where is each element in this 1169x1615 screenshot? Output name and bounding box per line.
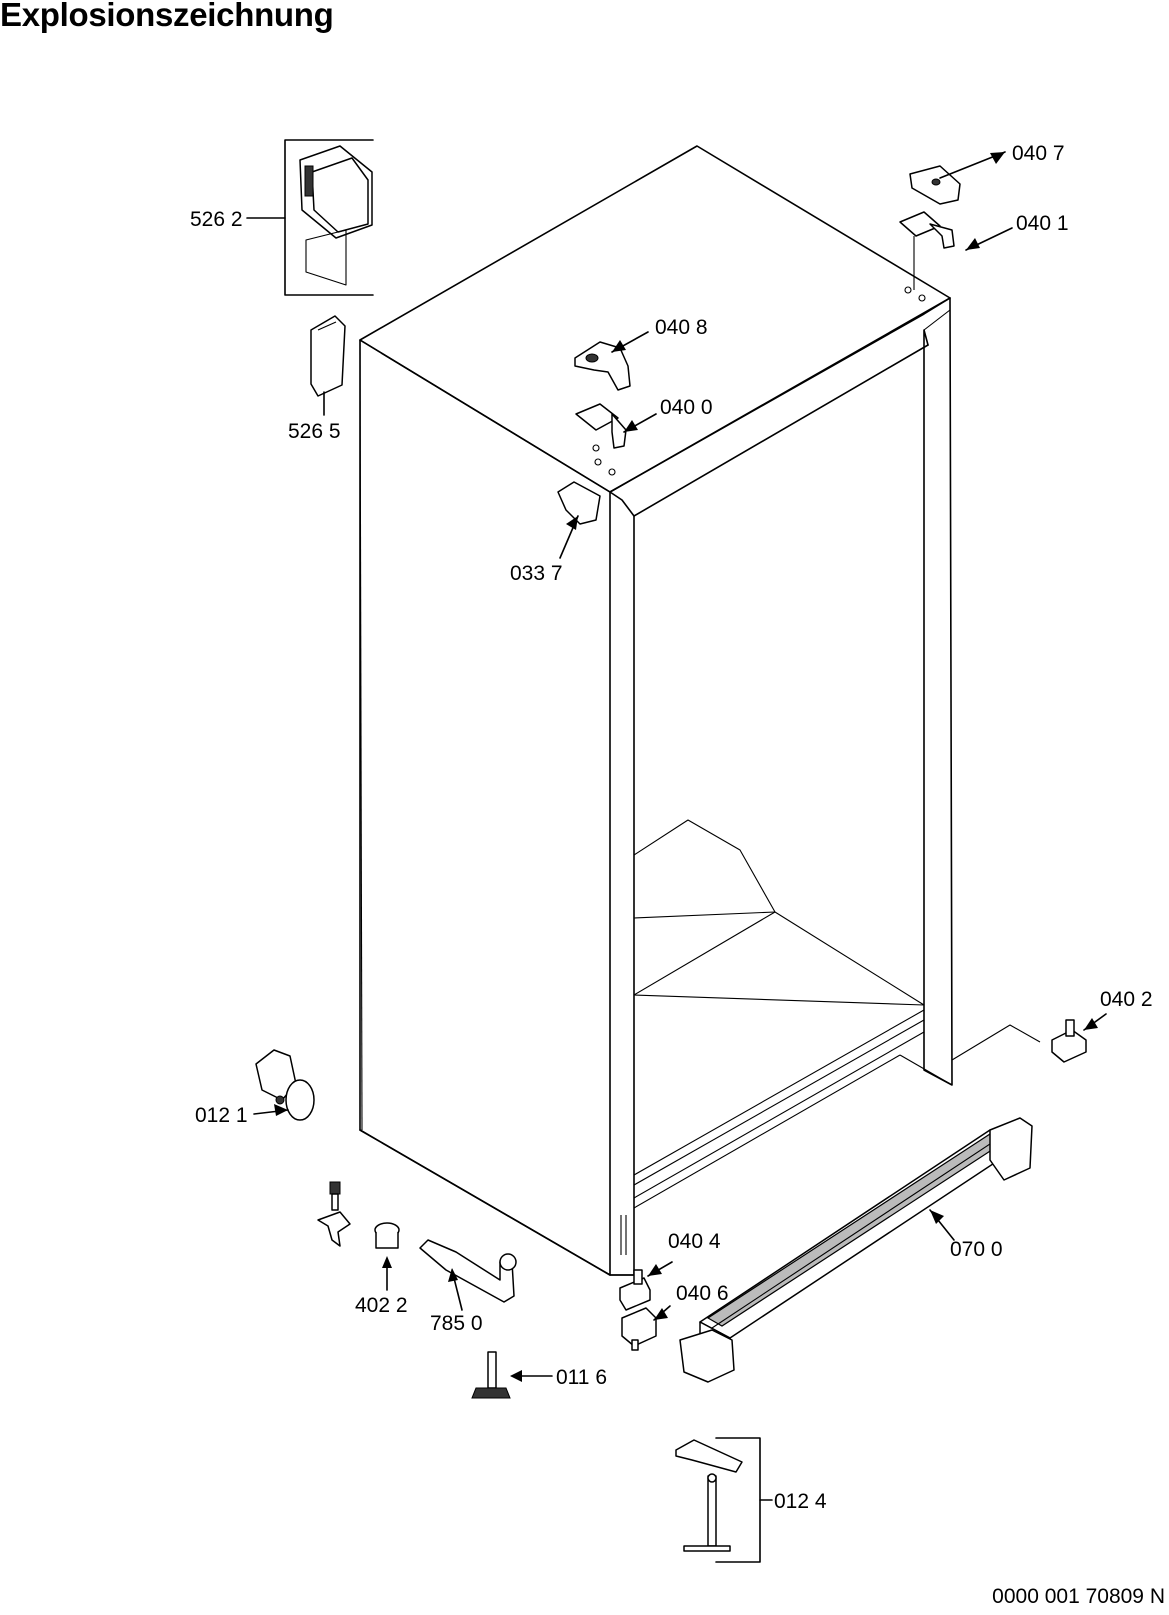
- label-070-0: 070 0: [950, 1238, 1003, 1261]
- part-040-4: [619, 1261, 673, 1311]
- label-040-7: 040 7: [1012, 142, 1065, 165]
- part-526-2: [246, 139, 374, 296]
- part-012-1: [253, 1049, 315, 1121]
- label-011-6: 011 6: [556, 1366, 607, 1389]
- label-526-2: 526 2: [190, 208, 243, 231]
- part-011-6: [471, 1351, 553, 1399]
- part-screw-clip: [317, 1181, 351, 1247]
- label-526-5: 526 5: [288, 420, 341, 443]
- label-402-2: 402 2: [355, 1294, 408, 1317]
- label-012-4: 012 4: [774, 1490, 827, 1513]
- label-040-0: 040 0: [660, 396, 713, 419]
- label-040-4: 040 4: [668, 1230, 721, 1253]
- part-040-8: [574, 331, 649, 391]
- part-070-0: [679, 1117, 1033, 1383]
- part-040-7: [909, 151, 1006, 205]
- part-040-6: [621, 1305, 671, 1351]
- label-040-2: 040 2: [1100, 988, 1153, 1011]
- part-402-2: [374, 1222, 400, 1291]
- cabinet-body: [359, 145, 1041, 1276]
- page-title: Explosionszeichnung: [0, 0, 334, 33]
- part-040-0: [575, 403, 657, 452]
- part-785-0: [419, 1239, 517, 1311]
- label-033-7: 033 7: [510, 562, 563, 585]
- label-040-8: 040 8: [655, 316, 708, 339]
- part-526-5: [310, 315, 346, 416]
- part-033-7: [557, 481, 601, 559]
- part-040-1: [899, 211, 1013, 290]
- label-012-1: 012 1: [195, 1104, 248, 1127]
- part-040-2: [1051, 1013, 1107, 1063]
- document-number: 0000 001 70809 N: [992, 1585, 1165, 1608]
- label-040-6: 040 6: [676, 1282, 729, 1305]
- part-012-4: [675, 1437, 773, 1563]
- label-040-1: 040 1: [1016, 212, 1069, 235]
- label-785-0: 785 0: [430, 1312, 483, 1335]
